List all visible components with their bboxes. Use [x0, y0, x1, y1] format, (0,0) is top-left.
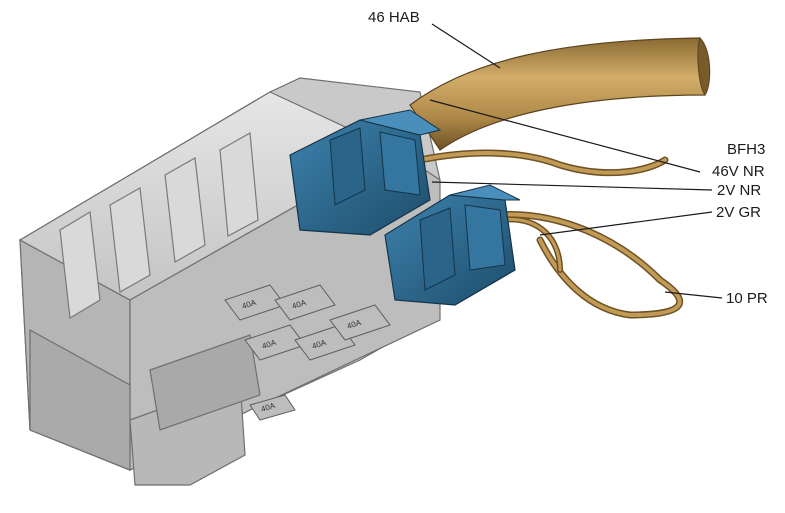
callout-leaders — [429, 23, 723, 299]
callout-46-hab: 46 HAB — [368, 9, 420, 26]
callout-2v-nr: 2V NR — [717, 182, 761, 199]
harness-sheath-end — [697, 37, 711, 96]
fuse-label: 40A — [346, 318, 363, 331]
wire-10pr — [491, 210, 683, 319]
callout-46v-nr: 46V NR — [712, 163, 765, 180]
callout-2v-gr: 2V GR — [716, 204, 761, 221]
fuse-label: 40A — [291, 298, 308, 311]
connector-2v-nr — [289, 109, 442, 236]
connector-2v-gr — [384, 184, 521, 306]
fuse-label: 40A — [260, 401, 277, 414]
wire-2vgr — [497, 216, 563, 273]
wire-46vnr — [416, 149, 669, 177]
leader-46hab — [431, 23, 501, 69]
callout-10-pr: 10 PR — [726, 290, 768, 307]
fuse-array: 40A 40A 40A 40A 40A 40A — [224, 284, 391, 421]
leader-2vnr — [431, 181, 713, 191]
leader-2vgr — [539, 211, 713, 236]
main-harness-sheath — [409, 37, 706, 151]
leader-46vnr — [429, 99, 701, 173]
fuse-label: 40A — [241, 298, 258, 311]
leader-10pr — [664, 291, 723, 299]
fuse-label: 40A — [261, 338, 278, 351]
fuse-label: 40A — [311, 338, 328, 351]
callout-bfh3: BFH3 — [727, 141, 765, 158]
